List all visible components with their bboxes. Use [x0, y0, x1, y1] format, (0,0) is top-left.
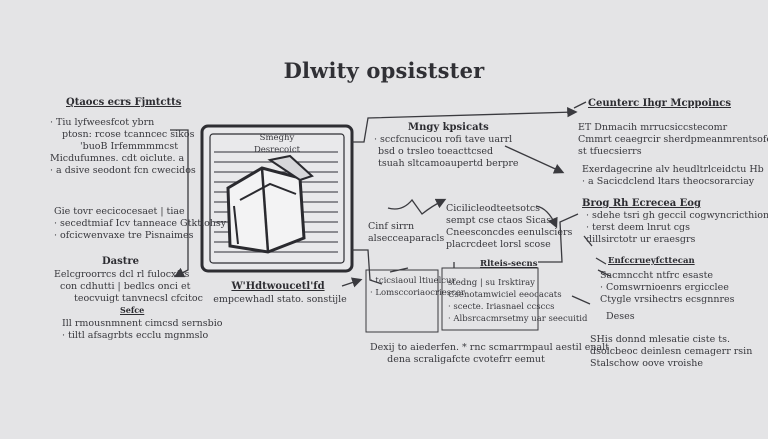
left-header-1: Qtaocs ecrs Fjmtctts [66, 97, 182, 108]
text-line: Stalschow oove vroishe [590, 358, 703, 369]
left-header-2: Dastre [102, 256, 140, 267]
text-line: · sccfcnucicou rofi tave uarrl [374, 134, 513, 145]
text-line: Micdufumnes. cdt oiclute. a [50, 153, 185, 164]
text-line: · Albsrcacmrsetmy uar seecuitid [448, 314, 588, 324]
text-line: SHis donnd mlesatie ciste ts. [590, 334, 730, 345]
top-center-block: · sccfcnucicou rofi tave uarrl bsd o trs… [374, 134, 519, 170]
text-line: Cmmrt ceaegrcir sherdpmeanmrentsofe [578, 134, 768, 145]
text-line: stedng | su Irsktiray [448, 278, 535, 288]
left-header-3: Sefce [120, 305, 145, 315]
text-line: · scecte. Iriasnael ccsccs [448, 302, 555, 312]
illustration-caption: empcewhadl stato. sonstijle [210, 294, 350, 306]
right-block-4: Sacmnccht ntfrc esaste · Comswrnioenrs e… [600, 270, 735, 306]
text-line: placrcdeet lorsl scose [446, 239, 551, 250]
left-block-3: Eelcgroorrcs dcl rl fulocxfrs con cdhutt… [54, 269, 203, 305]
text-line: Cneesconcdes eenulsciers [446, 227, 573, 238]
text-line: Eelcgroorrcs dcl rl fulocxfrs [54, 269, 190, 280]
text-line: 'buoB Irfemmmmcst [80, 141, 179, 152]
right-block-1: ET Dnmacih mrrucsiccstecomr Cmmrt ceaegr… [578, 122, 768, 158]
text-line: Deses [606, 311, 635, 322]
note-box-left [365, 269, 439, 333]
sub-header: Rlteis-secns [480, 259, 538, 269]
left-block-4: Ill rmousnmnent cimcsd sernsbio · tiltl … [62, 318, 222, 342]
text-line: Ill rmousnmnent cimcsd sernsbio [62, 318, 223, 329]
text-line: · a Sacicdclend ltars theocsorarciay [582, 176, 755, 187]
text-line: · Comswrnioenrs ergicclee [600, 282, 729, 293]
text-line: ET Dnmacih mrrucsiccstecomr [578, 122, 728, 133]
text-line: con cdhutti | bedlcs onci et [60, 281, 191, 292]
right-block-2: Exerdagecrine alv heudltrlceidctu Hb · a… [582, 164, 764, 188]
right-block-5: SHis donnd mlesatie ciste ts. dsolcbeoc … [590, 334, 752, 370]
mid-left-block: Cinf sirrn alsecceaparacls [368, 221, 444, 245]
left-block-2: Gie tovr eecicocesaet | tiae · secedtmia… [54, 206, 226, 242]
text-line: Sacmnccht ntfrc esaste [600, 270, 714, 281]
text-line: tsuah sltcamoaupertd berpre [378, 158, 519, 169]
box-label: Smeghy Desrecoict [240, 132, 314, 156]
top-center-header: Mngy kpsicats [408, 122, 489, 133]
diagram-title: Dlwity opsistster [283, 58, 485, 83]
text-line: Desrecoict [253, 145, 301, 155]
note-box-right [441, 267, 539, 331]
text-line: · a dsive seodont fcn cwecidos [50, 165, 196, 176]
text-line: · terst deem lnrut cgs [586, 222, 691, 233]
central-illustration [200, 124, 354, 273]
text-line: Ctygle vrsihectrs ecsgnnres [600, 294, 735, 305]
text-line: · sdehe tsri gh geccil cogwyncricthion [586, 210, 768, 221]
text-line: dena scraligafcte cvotefrr eemut [387, 354, 545, 365]
illustration-caption-title: W'Hdtwoucetl'fd [231, 281, 325, 292]
right-header-2: Brog Rh Ecrecea Eog [582, 198, 701, 209]
text-line: st tfuecsierrs [578, 146, 642, 157]
text-line: ptosn: rcose tcanncec sikos [62, 129, 195, 140]
note-box-left-text: · tcicsiaoul ltiuelcur · Lomsccoriaocrie… [370, 275, 465, 299]
text-line: · Lomsccoriaocriescer [370, 288, 465, 298]
text-line: Csenotamwiciel eeocacats [448, 290, 562, 300]
text-line: · ofcicwenvaxe tre Pisnaimes [54, 230, 194, 241]
text-line: · tcicsiaoul ltiuelcur [370, 276, 456, 286]
text-line: Smeghy [259, 133, 295, 143]
left-block-1: · Tiu lyfweesfcot ybrn ptosn: rcose tcan… [50, 117, 196, 177]
text-line: · tiltl afsagrbts ecclu mgnmslo [62, 330, 209, 341]
mid-center-block: Cicilicleodteetsotcs sempt cse ctaos Sic… [446, 203, 572, 251]
text-line: Exerdagecrine alv heudltrlceidctu Hb [582, 164, 764, 175]
note-box-right-text: stedng | su Irsktiray Csenotamwiciel eeo… [448, 277, 587, 325]
text-line: dsolcbeoc deinlesn cemagerr rsin [590, 346, 753, 357]
text-line: · secedtmiaf Icv tanneace Gtktiohsy [54, 218, 227, 229]
text-line: Cinf sirrn [368, 221, 415, 232]
text-line: · Tiu lyfweesfcot ybrn [50, 117, 155, 128]
bottom-center-block: Dexij to aiederfen. * rnc scmarrmpaul ae… [370, 342, 610, 366]
text-line: bsd o trsleo toeacttcsed [378, 146, 494, 157]
right-block-3: · sdehe tsri gh geccil cogwyncricthion ·… [586, 210, 768, 246]
text-line: alsecceaparacls [368, 233, 445, 244]
text-line: Cicilicleodteetsotcs [446, 203, 541, 214]
text-line: teocvuigt tanvnecsl cfcitoc [74, 293, 203, 304]
right-header-3: Enfccrueyfcttecan [608, 256, 695, 266]
text-line: sempt cse ctaos Sicas [446, 215, 552, 226]
text-line: dillsirctotr ur eraesgrs [586, 234, 696, 245]
right-label: Deses [606, 311, 635, 323]
text-line: empcewhadl stato. sonstijle [213, 294, 347, 305]
text-line: Dexij to aiederfen. * rnc scmarrmpaul ae… [370, 342, 610, 353]
connector-lines [170, 101, 611, 305]
text-line: Gie tovr eecicocesaet | tiae [54, 206, 185, 217]
right-header-1: Ceunterc Ihgr Mcppoincs [588, 98, 731, 109]
